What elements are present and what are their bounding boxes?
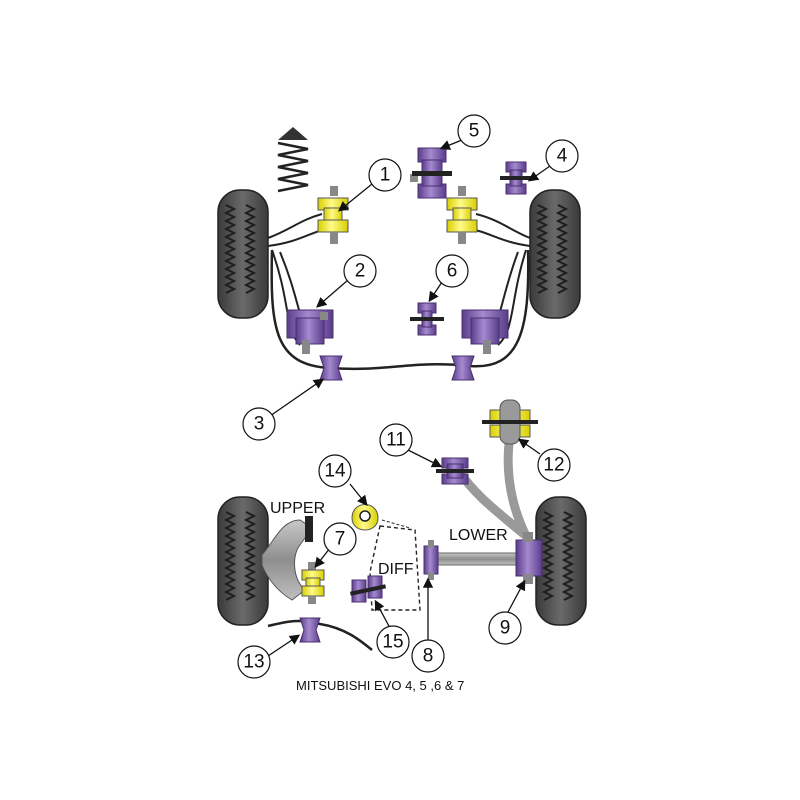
callout-7-label: 7 [335, 529, 346, 550]
callout-6-label: 6 [447, 261, 458, 282]
coil-spring-icon [277, 127, 309, 193]
callout-13: 13 [237, 645, 271, 679]
bush-1-yellow [317, 186, 349, 244]
callout-15-label: 15 [382, 632, 403, 653]
callout-1: 1 [368, 158, 402, 192]
callout-8: 8 [411, 639, 445, 673]
callout-7: 7 [323, 522, 357, 556]
rear-left-hub-carrier [261, 516, 313, 601]
callout-leaders [267, 139, 551, 657]
callout-2-label: 2 [355, 261, 366, 282]
front-left-tyre [217, 189, 269, 319]
bush-1-yellow-right [446, 186, 478, 244]
rear-anti-roll-bar [267, 619, 373, 651]
callout-11-label: 11 [386, 430, 406, 451]
callout-5-label: 5 [469, 121, 480, 142]
callout-9: 9 [488, 611, 522, 645]
callout-1-label: 1 [380, 165, 391, 186]
bush-2-purple-right [461, 309, 509, 354]
callout-6: 6 [435, 254, 469, 288]
lower-label: LOWER [449, 527, 508, 544]
front-right-tyre [529, 189, 581, 319]
callout-12-label: 12 [543, 455, 564, 476]
rear-suspension-group [217, 399, 587, 651]
caption: MITSUBISHI EVO 4, 5 ,6 & 7 [296, 678, 464, 693]
bush-9-purple [515, 532, 543, 584]
callout-4: 4 [545, 139, 579, 173]
bush-2-purple-left [286, 309, 334, 354]
callout-14: 14 [318, 454, 352, 488]
diff-housing-outline [369, 525, 421, 611]
front-suspension-group [217, 127, 581, 381]
callout-15: 15 [376, 625, 410, 659]
rear-right-tyre [535, 496, 587, 626]
bush-5-purple [410, 147, 452, 199]
callout-14-label: 14 [324, 461, 346, 482]
callout-9-label: 9 [500, 618, 511, 639]
bush-8-purple [423, 540, 439, 580]
callout-8-label: 8 [423, 646, 434, 667]
bush-4-purple [500, 161, 532, 195]
front-anti-roll-bar [270, 249, 530, 371]
bush-14-yellow [351, 504, 411, 531]
callout-13-label: 13 [243, 652, 264, 673]
diff-label: DIFF [378, 561, 414, 578]
trailing-arm-12 [503, 430, 533, 545]
callout-3: 3 [242, 407, 276, 441]
callout-12: 12 [537, 448, 571, 482]
callout-2: 2 [343, 254, 377, 288]
bush-13-purple [299, 617, 321, 643]
bush-15-purple [349, 575, 387, 603]
bush-12-yellow [482, 399, 538, 445]
callout-3-label: 3 [254, 414, 265, 435]
bush-6-purple [410, 302, 444, 336]
rear-left-tyre [217, 496, 269, 626]
callout-11: 11 [379, 423, 413, 457]
callout-4-label: 4 [557, 146, 568, 167]
callout-5: 5 [457, 114, 491, 148]
upper-label: UPPER [270, 500, 325, 517]
bush-3-purple-left [319, 355, 343, 381]
bush-11-purple [436, 457, 474, 485]
bush-3-purple-right [451, 355, 475, 381]
bush-7-yellow [301, 562, 325, 604]
